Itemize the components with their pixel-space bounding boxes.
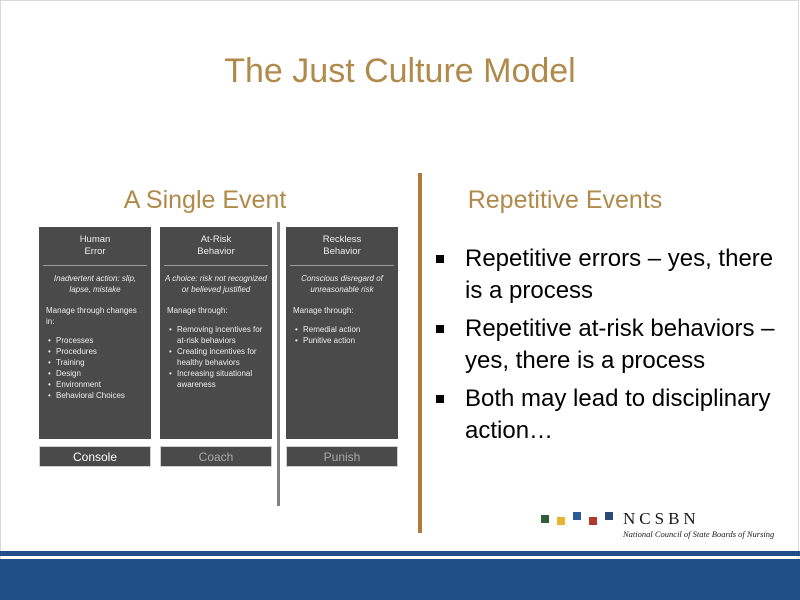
- logo-name: NCSBN: [623, 509, 700, 528]
- header-divider: [290, 265, 394, 266]
- repetitive-events-list: Repetitive errors – yes, there is a proc…: [434, 243, 779, 453]
- reckless-definition: Conscious disregard of unreasonable risk: [301, 274, 383, 294]
- logo-square-icon: [573, 512, 581, 520]
- ncsbn-logo: NCSBN National Council of State Boards o…: [541, 509, 775, 543]
- reckless-title-line2: Behavior: [323, 246, 361, 257]
- at-risk-title-line1: At-Risk: [200, 234, 232, 245]
- list-item: Training: [48, 357, 146, 368]
- list-item: Remedial action: [295, 324, 393, 335]
- list-item: Behavioral Choices: [48, 390, 146, 401]
- list-item: Removing incentives for at-risk behavior…: [169, 324, 267, 346]
- column-divider: [277, 222, 280, 506]
- human-error-definition: Inadvertent action: slip, lapse, mistake: [53, 274, 137, 294]
- bullet-item: Both may lead to disciplinary action…: [434, 383, 779, 447]
- logo-square-icon: [605, 512, 613, 520]
- human-error-header: Human Error: [39, 227, 151, 265]
- punish-label: Punish: [286, 446, 398, 467]
- logo-square-icon: [589, 517, 597, 525]
- at-risk-manage: Manage through:: [167, 306, 228, 315]
- human-error-title-line2: Error: [84, 246, 106, 257]
- at-risk-definition: A choice: risk not recognized or believe…: [165, 274, 267, 294]
- list-item: Design: [48, 368, 146, 379]
- logo-square-icon: [541, 515, 549, 523]
- at-risk-title-line2: Behavior: [197, 246, 235, 257]
- footer-stripe: [0, 551, 800, 556]
- list-item: Environment: [48, 379, 146, 390]
- bullet-item: Repetitive errors – yes, there is a proc…: [434, 243, 779, 307]
- reckless-list: Remedial action Punitive action: [286, 324, 398, 346]
- human-error-list: Processes Procedures Training Design Env…: [39, 335, 151, 401]
- section-divider: [418, 173, 422, 533]
- list-item: Creating incentives for healthy behavior…: [169, 346, 267, 368]
- list-item: Processes: [48, 335, 146, 346]
- repetitive-events-heading: Repetitive Events: [467, 186, 663, 214]
- human-error-panel: Human Error Inadvertent action: slip, la…: [39, 227, 151, 439]
- header-divider: [164, 265, 268, 266]
- console-label: Console: [39, 446, 151, 467]
- at-risk-behavior-panel: At-Risk Behavior A choice: risk not reco…: [160, 227, 272, 439]
- reckless-behavior-panel: Reckless Behavior Conscious disregard of…: [286, 227, 398, 439]
- human-error-title-line1: Human: [79, 234, 111, 245]
- bullet-item: Repetitive at-risk behaviors – yes, ther…: [434, 313, 779, 377]
- at-risk-behavior-header: At-Risk Behavior: [160, 227, 272, 265]
- reckless-title-line1: Reckless: [322, 234, 362, 245]
- logo-tagline: National Council of State Boards of Nurs…: [623, 529, 775, 539]
- header-divider: [43, 265, 147, 266]
- human-error-manage: Manage through changes in:: [46, 306, 137, 326]
- slide-title: The Just Culture Model: [224, 52, 576, 90]
- footer-band: [0, 559, 800, 600]
- logo-square-icon: [557, 517, 565, 525]
- list-item: Increasing situational awareness: [169, 368, 267, 390]
- coach-label: Coach: [160, 446, 272, 467]
- list-item: Punitive action: [295, 335, 393, 346]
- single-event-heading: A Single Event: [123, 186, 287, 214]
- reckless-behavior-header: Reckless Behavior: [286, 227, 398, 265]
- list-item: Procedures: [48, 346, 146, 357]
- at-risk-list: Removing incentives for at-risk behavior…: [160, 324, 272, 390]
- reckless-manage: Manage through:: [293, 306, 354, 315]
